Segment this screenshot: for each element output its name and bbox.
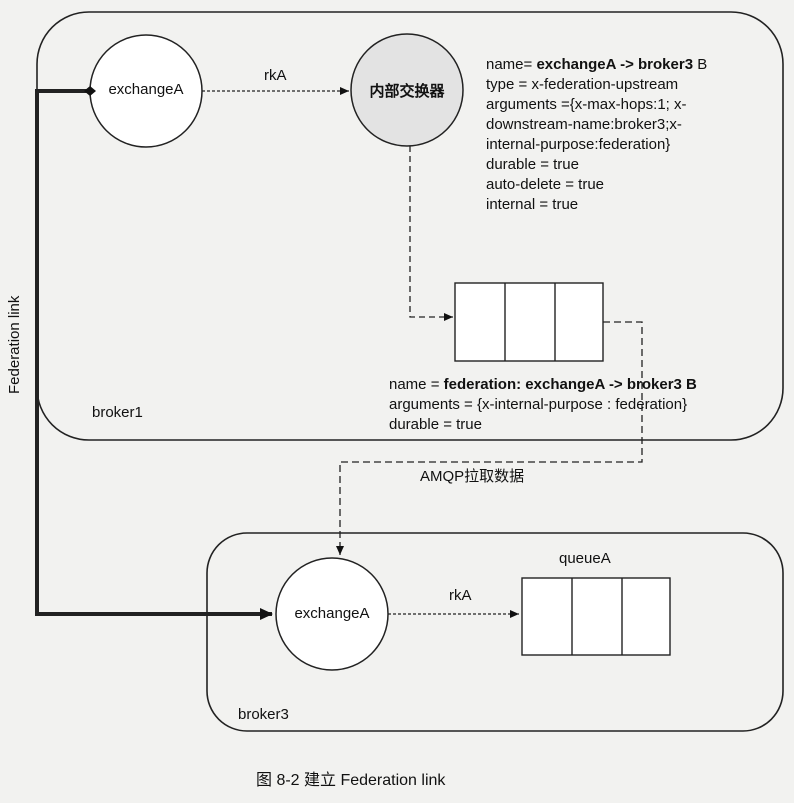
broker3-container bbox=[206, 532, 784, 732]
property-text: durable = true bbox=[486, 156, 579, 173]
internal-exchange-node bbox=[350, 33, 464, 147]
property-text: type = x-federation-upstream bbox=[486, 76, 679, 93]
property-value-bold: federation: exchangeA -> broker3 B bbox=[443, 376, 697, 393]
internal-to-queue-path bbox=[409, 146, 453, 321]
broker1-label: broker1 bbox=[92, 404, 143, 421]
amqp-pull-path bbox=[336, 321, 643, 555]
property-line: arguments = {x-internal-purpose : federa… bbox=[389, 395, 697, 415]
broker1-routing-key-label: rkA bbox=[264, 67, 287, 84]
property-text: downstream-name:broker3;x- bbox=[486, 116, 682, 133]
property-text: arguments ={x-max-hops:1; x- bbox=[486, 96, 687, 113]
property-text: name = bbox=[389, 376, 444, 393]
figure-caption: 图 8-2 建立 Federation link bbox=[256, 772, 446, 789]
federation-link-line bbox=[35, 89, 273, 620]
federation-queue bbox=[454, 282, 604, 362]
property-text: arguments = {x-internal-purpose : federa… bbox=[389, 396, 688, 413]
broker3-routing-key-label: rkA bbox=[449, 587, 472, 604]
property-text: auto-delete = true bbox=[486, 176, 605, 193]
property-text: name= bbox=[486, 56, 537, 73]
property-line: name = federation: exchangeA -> broker3 … bbox=[389, 375, 697, 395]
property-text: internal = true bbox=[486, 196, 579, 213]
property-line: arguments ={x-max-hops:1; x- bbox=[486, 95, 707, 115]
property-line: downstream-name:broker3;x- bbox=[486, 115, 707, 135]
queue-a bbox=[521, 577, 671, 656]
queue-properties: name = federation: exchangeA -> broker3 … bbox=[389, 375, 697, 435]
property-text: internal-purpose:federation} bbox=[486, 136, 671, 153]
property-line: internal-purpose:federation} bbox=[486, 135, 707, 155]
property-line: internal = true bbox=[486, 195, 707, 215]
federation-link-start-diamond bbox=[84, 86, 96, 96]
property-text: durable = true bbox=[389, 416, 482, 433]
internal-exchange-label: 内部交换器 bbox=[369, 83, 445, 100]
property-value-bold: exchangeA -> broker3 bbox=[536, 56, 694, 73]
property-line: durable = true bbox=[486, 155, 707, 175]
property-line: type = x-federation-upstream bbox=[486, 75, 707, 95]
property-line: name= exchangeA -> broker3 B bbox=[486, 55, 707, 75]
property-line: auto-delete = true bbox=[486, 175, 707, 195]
property-text: B bbox=[693, 56, 708, 73]
broker1-exchange-label: exchangeA bbox=[108, 81, 184, 98]
broker3-label: broker3 bbox=[238, 706, 289, 723]
amqp-pull-label: AMQP拉取数据 bbox=[420, 468, 525, 485]
queue-a-label: queueA bbox=[559, 550, 611, 567]
broker3-exchange-label: exchangeA bbox=[294, 605, 370, 622]
federation-link-label: Federation link bbox=[6, 295, 23, 394]
property-line: durable = true bbox=[389, 415, 697, 435]
